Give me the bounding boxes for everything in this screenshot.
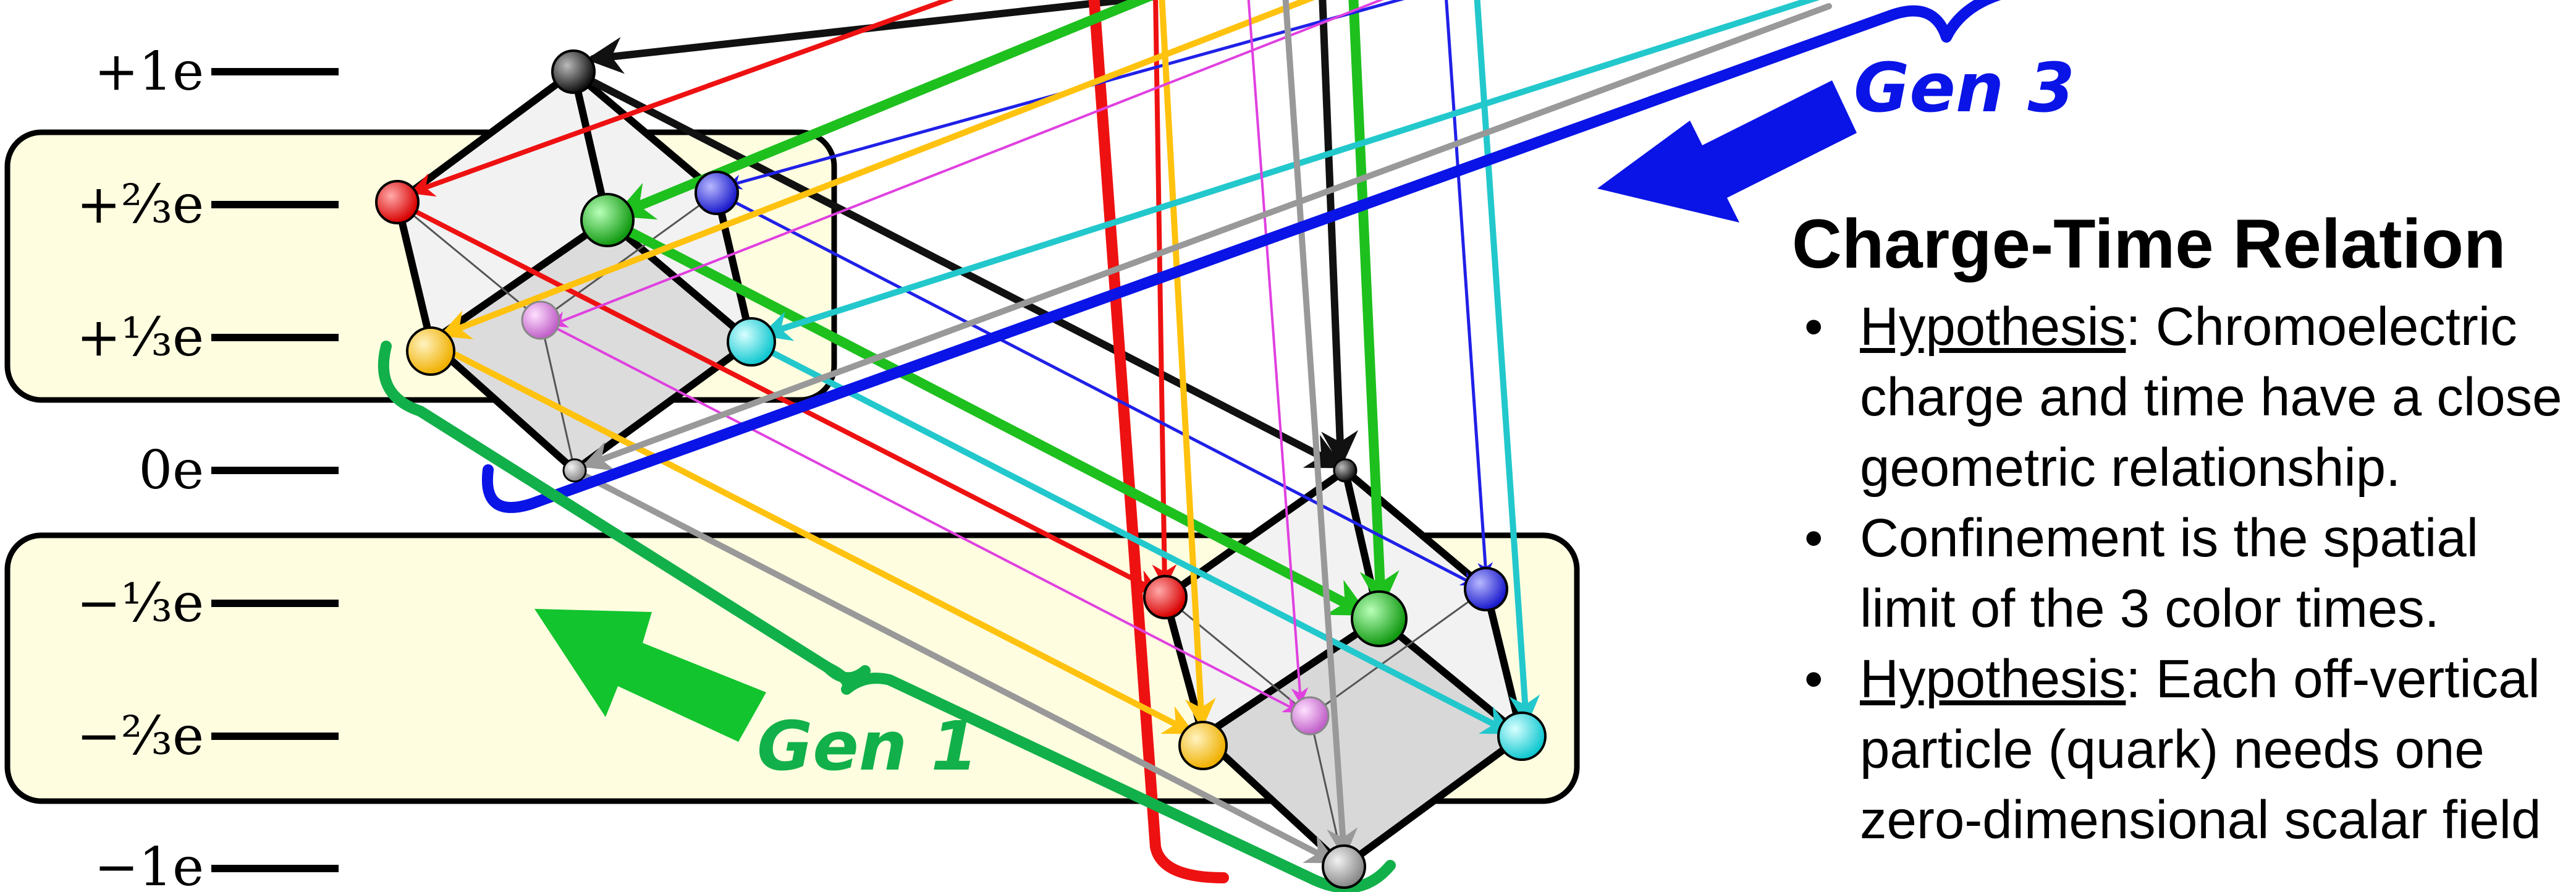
bullet-line: geometric relationship.: [1860, 438, 2401, 498]
bullet-text: : Chromoelectric: [2126, 297, 2517, 357]
bullet-marker: •: [1804, 649, 1823, 709]
particle-blue-left: [695, 171, 739, 215]
particle-gray-left: [562, 458, 587, 483]
bullet-line: Hypothesis: Each off-vertical: [1860, 644, 2576, 715]
bullet-line: Confinement is the spatial: [1860, 508, 2479, 568]
particle-black-left: [551, 49, 596, 94]
bullet-marker: •: [1804, 508, 1823, 568]
particle-cyan-right: [1497, 711, 1547, 761]
particle-red-right: [1143, 575, 1188, 619]
particle-yellow-left: [406, 326, 455, 376]
particle-red-left: [375, 180, 420, 224]
particle-green-right: [1351, 590, 1408, 647]
charge-label-zero: 0e: [138, 440, 204, 501]
right-cube-particles: [1143, 458, 1547, 889]
bullet-text: : Each off-vertical: [2126, 649, 2540, 709]
bullet-item-3: • Hypothesis: Each off-vertical particle…: [1792, 644, 2576, 856]
charge-label-plus-1: +1e: [94, 41, 204, 103]
particle-green-left: [580, 193, 635, 247]
bullet-item-1: • Hypothesis: Chromoelectric charge and …: [1792, 292, 2576, 503]
gen3-arrow: [1597, 80, 1857, 223]
particle-gray-right: [1322, 844, 1366, 889]
charge-label-minus-2-3: −⅔e: [77, 705, 204, 767]
bullet-line: particle (quark) needs one: [1860, 720, 2485, 779]
charge-label-minus-1-3: −⅓e: [77, 572, 204, 634]
connection-arrows: [395, 0, 1832, 883]
charge-label-minus-1: −1e: [94, 836, 204, 892]
bullet-marker: •: [1804, 297, 1823, 357]
particle-magenta-left: [521, 300, 560, 340]
bullet-key: Hypothesis: [1860, 297, 2126, 357]
gen1-arrow: [534, 609, 766, 742]
bullet-line: Hypothesis: Chromoelectric: [1860, 292, 2576, 362]
charge-label-plus-2-3: +⅔e: [77, 174, 204, 236]
bullet-line: zero-dimensional scalar field: [1860, 790, 2541, 850]
panel-title: Charge-Time Relation: [1792, 205, 2506, 282]
gen1-label: Gen 1: [757, 707, 978, 786]
left-cube-particles: [375, 49, 776, 483]
bullet-line: limit of the 3 color times.: [1860, 579, 2439, 639]
charge-time-relation-panel: Charge-Time Relation • Hypothesis: Chrom…: [1792, 204, 2576, 856]
particle-black-right: [1333, 458, 1358, 483]
bullet-key: Hypothesis: [1860, 649, 2126, 709]
particle-magenta-right: [1290, 696, 1330, 736]
hypothesis-list: • Hypothesis: Chromoelectric charge and …: [1792, 292, 2576, 856]
particle-cyan-left: [727, 317, 776, 367]
bullet-item-2: • Confinement is the spatial limit of th…: [1792, 503, 2576, 644]
charge-axis: +1e +⅔e +⅓e 0e −⅓e −⅔e −1e: [77, 41, 339, 892]
bullet-line: charge and time have a close: [1860, 367, 2562, 427]
gen3-indicator: Gen 3: [481, 0, 2075, 513]
particle-yellow-right: [1178, 721, 1228, 770]
gen3-label: Gen 3: [1854, 48, 2075, 127]
charge-label-plus-1-3: +⅓e: [77, 307, 204, 368]
particle-blue-right: [1464, 567, 1508, 611]
